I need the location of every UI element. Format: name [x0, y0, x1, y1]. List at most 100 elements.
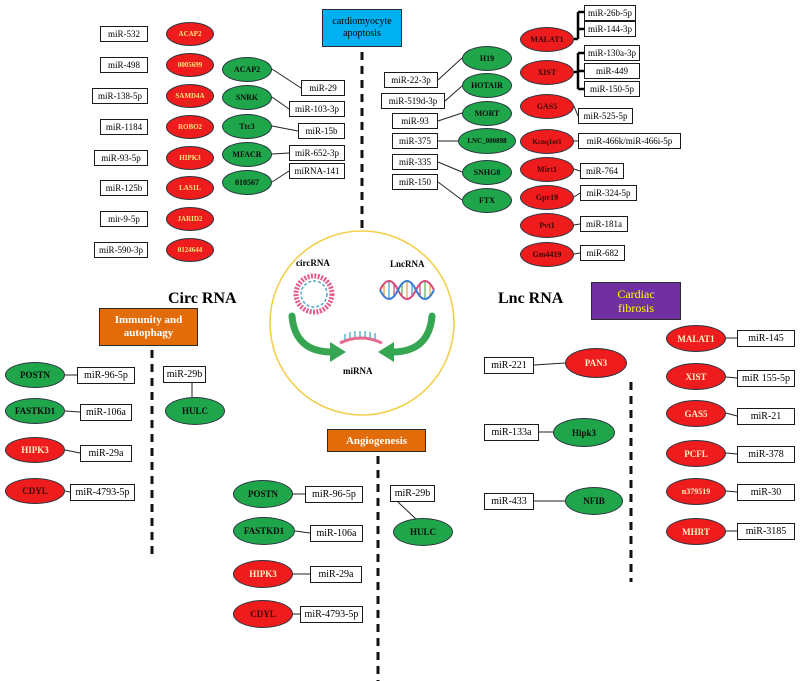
mirna-box: miR-150	[392, 174, 438, 190]
lncrna-node: FTX	[462, 188, 512, 213]
circrna-node: SNRK	[222, 85, 272, 110]
mirna-box: miR-181a	[580, 216, 628, 232]
mirna-box: miR-29	[301, 80, 345, 96]
mirna-box: miR-106a	[310, 525, 363, 542]
lncrna-node: Mirt1	[520, 157, 574, 182]
connector-line	[573, 105, 579, 117]
connector-line	[437, 57, 463, 81]
mirna-box: miR-26b-5p	[584, 5, 636, 21]
mirna-box: miR-3185	[737, 523, 795, 540]
connector-line	[271, 170, 290, 183]
circrna-node: CDYL	[233, 600, 293, 628]
connector-line	[64, 449, 81, 454]
mirna-box: miR-4793-5p	[300, 606, 363, 623]
mirna-box: miR-378	[737, 446, 795, 463]
lncrna-node: Hipk3	[553, 418, 615, 447]
lncrna-node: PCFL	[666, 440, 726, 467]
mirna-box: miR-590-3p	[94, 242, 148, 258]
lncrna-node: MALAT1	[520, 27, 574, 52]
lncrna-node: GAS5	[666, 400, 726, 427]
circrna-node: MFACR	[222, 142, 272, 167]
mirna-box: mir-9-5p	[100, 211, 148, 227]
mirna-box: miR-335	[392, 154, 438, 170]
lncrna-node: Gm4419	[520, 242, 574, 267]
lncrna-node: XIST	[666, 363, 726, 390]
mirna-box: miR-498	[100, 57, 148, 73]
mirna-box: miR-15b	[298, 123, 345, 139]
circrna-node: HIPK3	[166, 146, 214, 170]
circrna-node: Ttc3	[222, 114, 272, 139]
circrna-node: FASTKD1	[5, 398, 65, 424]
circ-rna-section-label: Circ RNA	[168, 290, 237, 307]
center-lncrna-label: LncRNA	[390, 259, 425, 269]
lncrna-node: MALAT1	[666, 325, 726, 352]
mirna-box: miR-133a	[484, 424, 539, 441]
connector-line	[271, 96, 290, 110]
heading-line: fibrosis	[618, 301, 654, 315]
circrna-node: LAS1L	[166, 176, 214, 200]
mirna-box: miR-144-3p	[584, 21, 636, 37]
mirna-box: miR-96-5p	[77, 367, 135, 384]
heading-line: autophagy	[123, 327, 174, 339]
mirna-box: miR-375	[392, 133, 438, 149]
mirna-box: miR-29a	[80, 445, 132, 462]
mirna-box: miR-93-5p	[94, 150, 148, 166]
lncrna-node: Gpr19	[520, 185, 574, 210]
mirna-box: miR-449	[584, 63, 640, 79]
connector-line	[725, 412, 738, 417]
connector-line	[573, 252, 581, 255]
connector-line	[437, 161, 463, 173]
mirna-box: miR-1184	[100, 119, 148, 135]
angiogenesis-heading: Angiogenesis	[327, 429, 426, 452]
connector-line	[725, 452, 738, 455]
lncrna-node: HOTAIR	[462, 73, 512, 98]
lncrna-node: H19	[462, 46, 512, 71]
mirna-box: miR-433	[484, 493, 534, 510]
connector-line	[725, 490, 738, 493]
connector-line	[725, 376, 738, 379]
mirna-box: miR-29b	[163, 366, 206, 383]
circrna-node: 0124644	[166, 238, 214, 262]
mirna-box: miR-145	[737, 330, 795, 347]
mirna-strand-icon	[339, 331, 383, 345]
lncrna-node: SNHG8	[462, 160, 512, 185]
lncrna-node: MHRT	[666, 518, 726, 545]
center-circrna-label: circRNA	[296, 258, 330, 268]
mirna-box: miR-682	[580, 245, 625, 261]
mirna-box: miR-652-3p	[289, 145, 345, 161]
lncrna-node: GAS5	[520, 94, 574, 119]
connector-line	[271, 125, 299, 132]
heading-line: apoptosis	[343, 28, 381, 39]
circrna-node: HIPK3	[5, 437, 65, 463]
lncrna-node: XIST	[520, 60, 574, 85]
connector-line	[64, 490, 71, 493]
circrna-node: POSTN	[5, 362, 65, 388]
circrna-node: 010567	[222, 170, 272, 195]
mirna-box: miR-29a	[310, 566, 362, 583]
lncrna-node: HULC	[165, 397, 225, 425]
mirna-box: miR-106a	[80, 404, 132, 421]
mirna-box: miR-525-5p	[578, 108, 633, 124]
lncrna-node: HULC	[393, 518, 453, 546]
mirna-box: miR-519d-3p	[381, 93, 445, 109]
connector-line	[533, 362, 566, 366]
connector-line	[294, 530, 311, 534]
mirna-box: miR-93	[392, 113, 438, 129]
circrna-node: JARID2	[166, 207, 214, 231]
mirna-box: miR-103-3p	[289, 101, 345, 117]
circrna-node: SAMD4A	[166, 84, 214, 108]
mirna-box: miR-764	[580, 163, 624, 179]
circrna-node: FASTKD1	[233, 517, 295, 545]
circrna-ring-icon	[293, 273, 335, 315]
circrna-node: ROBO2	[166, 115, 214, 139]
mirna-box: miR 155-5p	[737, 370, 795, 387]
mirna-box: miR-532	[100, 26, 148, 42]
circrna-node: HIPK3	[233, 560, 293, 588]
mirna-box: miR-150-5p	[584, 81, 640, 97]
circrna-node: ACAP2	[222, 57, 272, 82]
connector-line	[573, 223, 581, 226]
lncrna-node: NFIB	[565, 487, 623, 515]
mirna-box: miR-221	[484, 357, 534, 374]
